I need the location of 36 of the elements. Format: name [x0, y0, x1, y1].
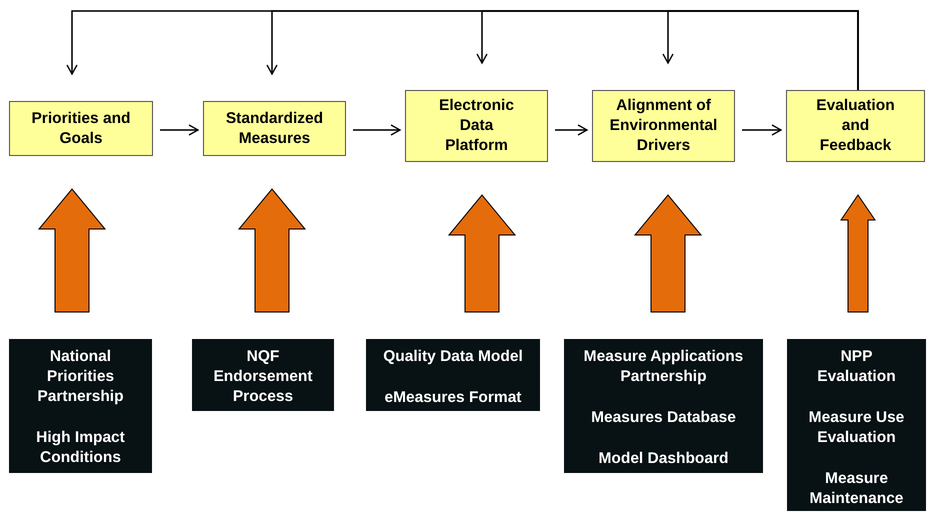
box-text: High Impact Conditions [35, 428, 126, 468]
box-text: Measure Applications Partnership [582, 347, 744, 387]
info-box [9, 339, 152, 473]
box-text: Model Dashboard [598, 449, 729, 469]
box-text: Measure Use Evaluation [808, 408, 906, 448]
info-box [787, 339, 926, 511]
arrow [742, 124, 782, 136]
box-text: Electronic Data Platform [438, 96, 515, 156]
box-text: Standardized Measures [224, 108, 324, 148]
box-text: Alignment of Environmental Drivers [608, 96, 718, 156]
box-text: NPP Evaluation [816, 347, 897, 387]
box-text: National Priorities Partnership [36, 347, 125, 407]
process-box [786, 90, 925, 162]
process-box [9, 101, 153, 156]
box-text: Priorities and Goals [30, 108, 132, 148]
info-box [192, 339, 334, 411]
arrow [353, 124, 401, 136]
block-arrow [38, 188, 106, 312]
box-text: NQF Endorsement Process [212, 347, 314, 407]
block-arrow [840, 194, 876, 312]
arrow [555, 124, 588, 136]
process-box [592, 90, 735, 162]
block-arrow [448, 194, 516, 312]
process-box [405, 90, 548, 162]
info-box [564, 339, 763, 473]
box-text: eMeasures Format [384, 388, 522, 408]
box-text: Measures Database [591, 408, 736, 428]
arrow [160, 124, 199, 136]
process-box [203, 101, 346, 156]
box-text: Quality Data Model [383, 347, 523, 367]
info-box [366, 339, 540, 411]
block-arrow [634, 194, 702, 312]
feedback-arrow [662, 10, 859, 90]
box-text: Evaluation and Feedback [815, 96, 896, 156]
block-arrow [238, 188, 306, 312]
box-text: Measure Maintenance [808, 469, 904, 509]
